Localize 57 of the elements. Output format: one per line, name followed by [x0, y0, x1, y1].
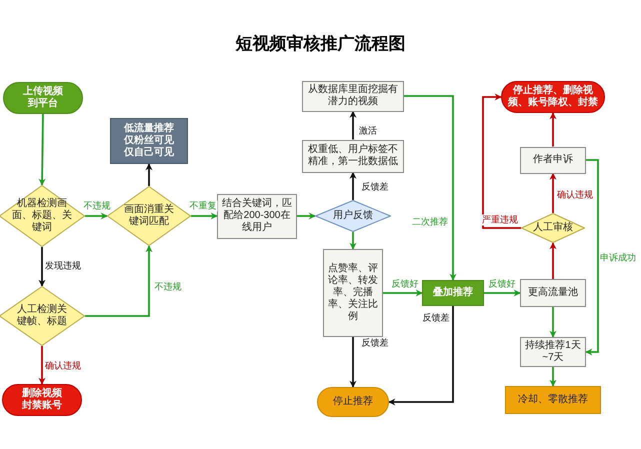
process-box: 更高流量池 [520, 279, 586, 307]
process-box: 叠加推荐 [422, 280, 484, 306]
decision-diamond: 人工检测关键帧、标题 [0, 286, 85, 346]
arrow [484, 290, 521, 296]
edge-label: 反馈好 [488, 278, 516, 290]
edge-label: 确认违规 [556, 190, 594, 200]
decision-diamond: 用户反馈 [315, 200, 391, 232]
arrow [404, 95, 456, 281]
end-terminal: 删除视频封禁账号 [2, 384, 82, 416]
arrow [350, 232, 356, 250]
edge-label: 反馈好 [390, 278, 420, 290]
edge-label: 反馈差 [360, 338, 390, 348]
arrow [85, 245, 152, 317]
arrow [550, 172, 556, 213]
arrow [350, 172, 356, 200]
process-box: 冷却、零散推荐 [505, 386, 601, 414]
start-terminal: 上传视频到平台 [3, 82, 83, 114]
arrow [482, 94, 521, 229]
arrow [550, 367, 556, 387]
edge-label: 不重复 [188, 200, 218, 212]
edge-label: 二次推荐 [411, 216, 449, 228]
arrow [550, 242, 556, 279]
edge-label: 确认违规 [44, 360, 82, 372]
end-terminal: 停止推荐 [317, 387, 389, 417]
arrow [85, 212, 108, 220]
process-box: 点赞率、评论率、转发率、完播率、关注比例 [323, 249, 383, 337]
arrow [585, 159, 599, 356]
edge-label: 不违规 [82, 200, 112, 212]
arrow [550, 112, 556, 146]
arrow [383, 290, 423, 296]
process-box: 权重低、用户标签不精准，第一批数据低 [302, 140, 404, 172]
decision-diamond: 人工审核 [521, 213, 585, 243]
arrow [297, 212, 316, 220]
arrow [388, 306, 454, 406]
arrow [38, 114, 46, 186]
process-box: 结合关键词，匹配给200-300在线用户 [217, 194, 297, 238]
end-terminal: 停止推荐、删除视频、账号降权、封禁 [501, 81, 605, 113]
process-box: 从数据库里面挖掘有潜力的视频 [302, 80, 404, 112]
edge-label: 申诉成功 [599, 252, 637, 264]
arrow [550, 307, 556, 338]
edge-label: 反馈差 [422, 312, 450, 324]
edge-label: 激活 [358, 126, 378, 136]
arrow [38, 346, 46, 385]
arrow [350, 337, 356, 388]
edge-label: 发现违规 [44, 260, 82, 272]
arrow [38, 247, 46, 287]
process-box: 作者申诉 [520, 146, 586, 174]
arrow [146, 163, 152, 186]
decision-diamond: 机器检测画面、标题、关键词 [0, 185, 85, 247]
result-box: 低流量推荐仅粉丝可见仅自己可见 [110, 118, 188, 164]
edge-label: 严重违规 [481, 214, 519, 226]
edge-label: 反馈差 [360, 182, 390, 192]
diagram-title: 短视频审核推广流程图 [234, 33, 406, 55]
edge-label: 不违规 [154, 282, 182, 292]
process-box: 持续推荐1天~7天 [520, 337, 586, 367]
arrow [191, 212, 218, 220]
arrow [350, 110, 356, 140]
